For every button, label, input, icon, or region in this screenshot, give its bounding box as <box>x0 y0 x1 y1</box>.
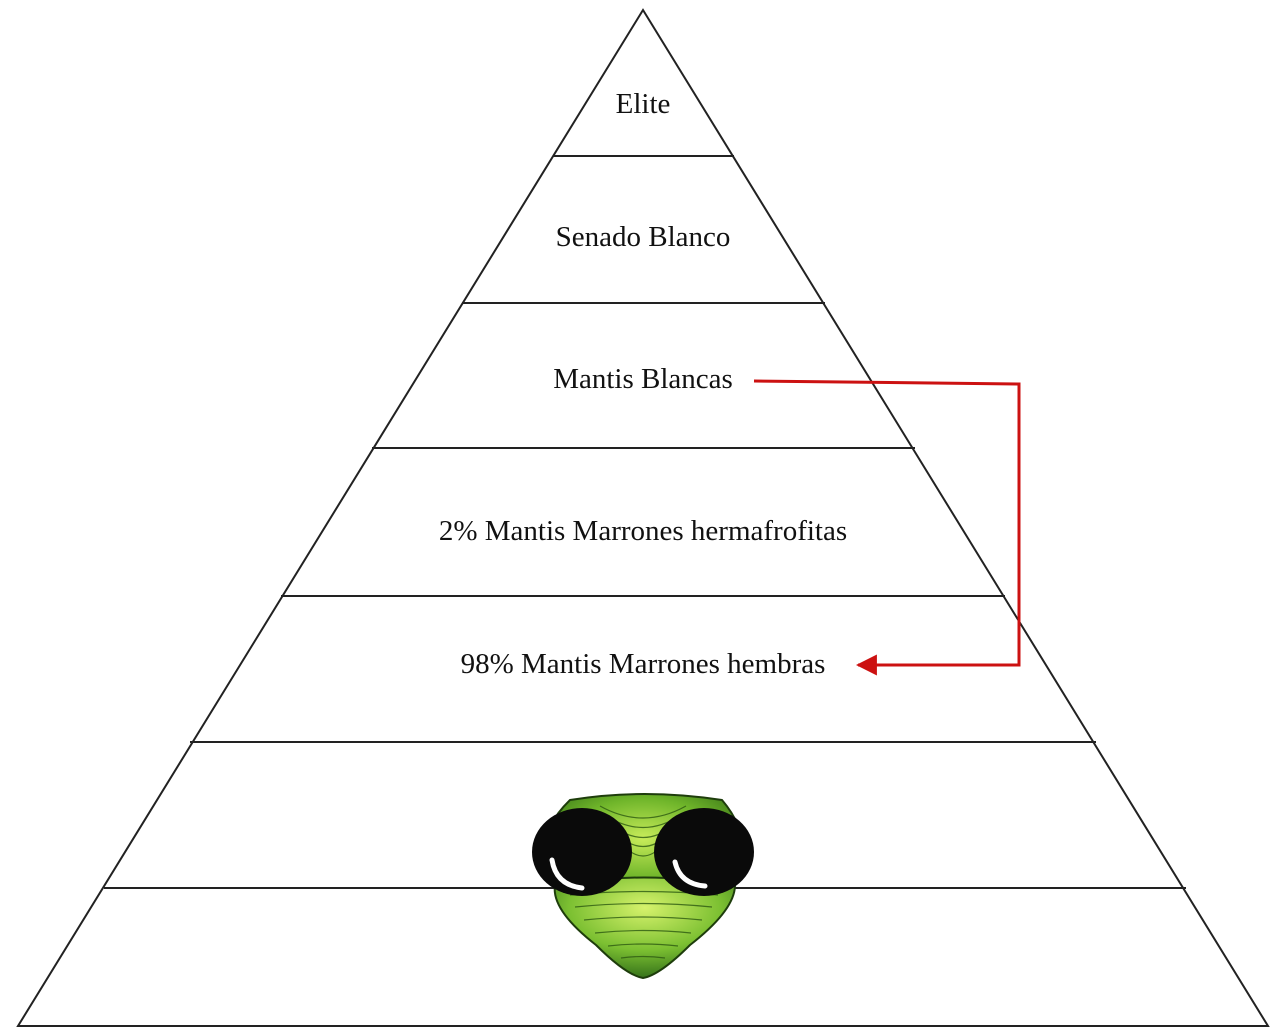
mantis-left-eye <box>532 808 632 896</box>
tier-label-mantis-marrones-hermafrofitas: 2% Mantis Marrones hermafrofitas <box>439 515 847 547</box>
tier-label-senado-blanco: Senado Blanco <box>556 221 731 253</box>
tier-label-mantis-blancas: Mantis Blancas <box>553 363 733 395</box>
mantis-right-eye <box>654 808 754 896</box>
tier-label-mantis-marrones-hembras: 98% Mantis Marrones hembras <box>461 648 826 680</box>
tier-label-elite: Elite <box>616 88 671 120</box>
